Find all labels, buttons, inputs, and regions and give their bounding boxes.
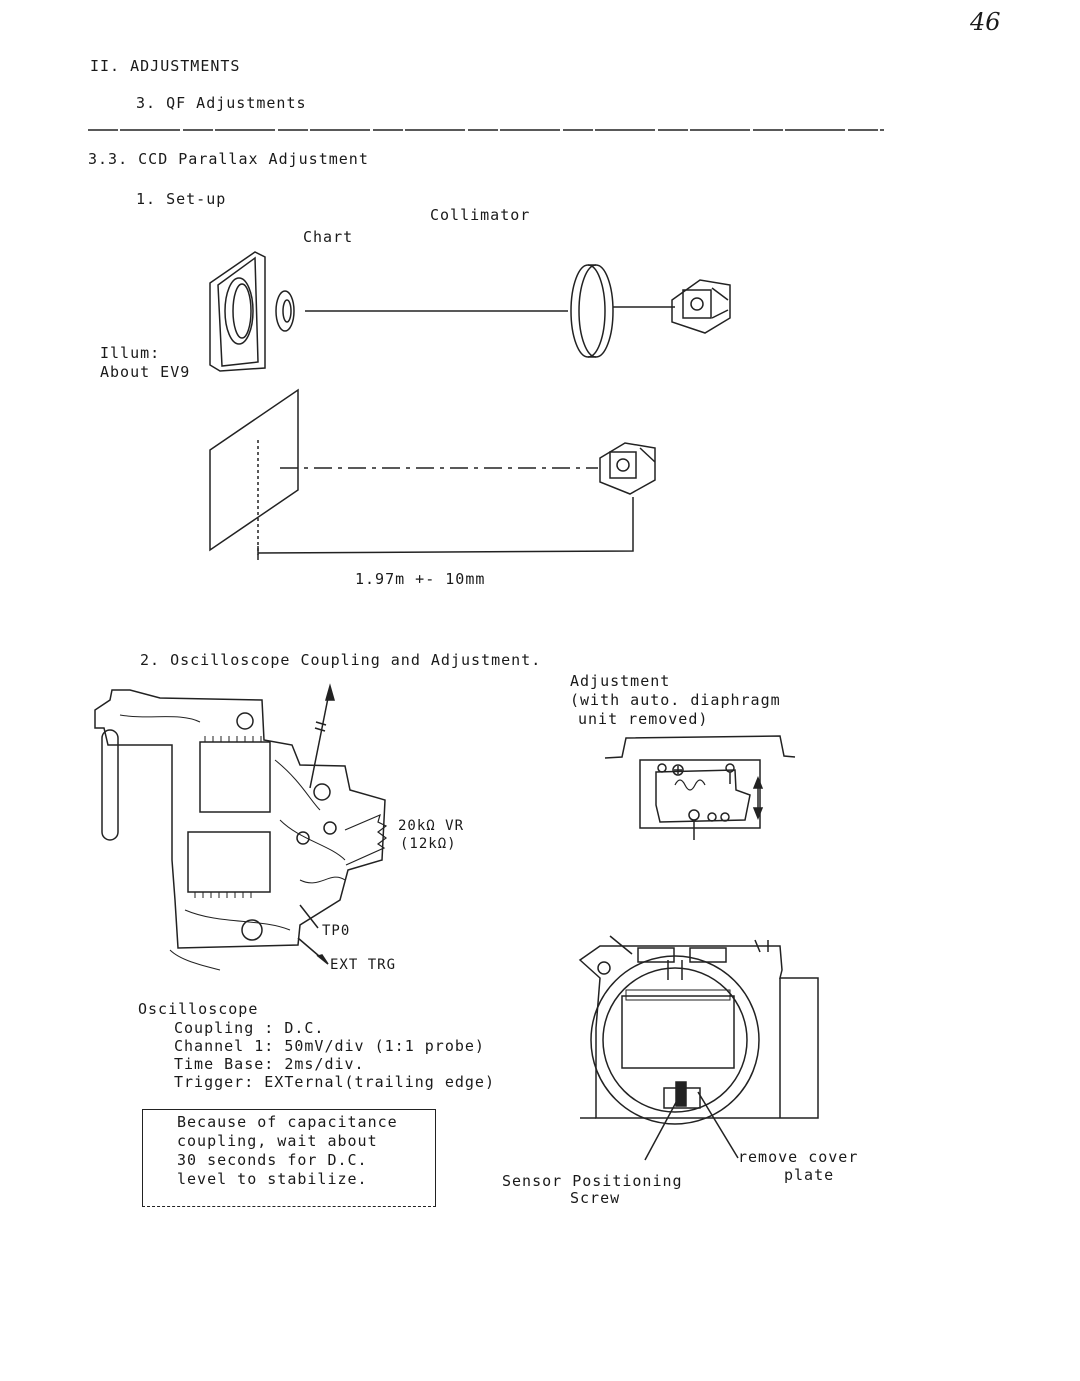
- illum-value: About EV9: [100, 363, 191, 381]
- sensor-screw-leader: [644, 1094, 681, 1161]
- caution-line-4: level to stabilize.: [177, 1170, 368, 1188]
- illuminator-box: [209, 251, 266, 372]
- vr-alt-label: (12kΩ): [400, 836, 457, 852]
- collimator-lens: [570, 264, 614, 358]
- oscilloscope-trigger: Trigger: EXTernal(trailing edge): [174, 1073, 495, 1091]
- collimator-label: Collimator: [430, 206, 531, 224]
- caution-line-2: coupling, wait about: [177, 1132, 378, 1150]
- tp-leader: [299, 904, 319, 929]
- chart-disc: [275, 290, 295, 332]
- probe-lead: [309, 687, 331, 789]
- caution-box: Because of capacitance coupling, wait ab…: [142, 1109, 436, 1207]
- ext-trg-label: EXT TRG: [330, 957, 397, 973]
- chart-board: [209, 388, 299, 555]
- caution-line-1: Because of capacitance: [177, 1113, 398, 1131]
- adjustment-label: Adjustment: [570, 672, 671, 690]
- subsection-heading: 3. QF Adjustments: [136, 94, 307, 112]
- sensor-screw-label: Sensor Positioning: [502, 1172, 683, 1190]
- step1-heading: 1. Set-up: [136, 190, 227, 208]
- oscilloscope-time-base: Time Base: 2ms/div.: [174, 1055, 365, 1073]
- vr-callout: [344, 813, 388, 866]
- circuit-board: [94, 689, 386, 971]
- vr-label: 20kΩ VR: [398, 818, 465, 834]
- cover-plate-label: remove cover: [738, 1148, 859, 1166]
- cover-plate-leader: [697, 1091, 739, 1159]
- camera-unit-2: [599, 442, 656, 495]
- camera-unit-1: [671, 279, 731, 334]
- illum-label: Illum:: [100, 344, 161, 362]
- chart-label: Chart: [303, 228, 354, 246]
- section-heading: II. ADJUSTMENTS: [90, 57, 241, 75]
- cover-plate-label-2: plate: [784, 1166, 835, 1184]
- camera-front-view: [578, 935, 819, 1125]
- oscilloscope-title: Oscilloscope: [138, 1000, 259, 1018]
- distance-label: 1.97m +- 10mm: [355, 570, 486, 588]
- oscilloscope-channel: Channel 1: 50mV/div (1:1 probe): [174, 1037, 485, 1055]
- distance-dimension: [257, 497, 634, 554]
- adjustment-note-line3: unit removed): [578, 710, 709, 728]
- page-number: 46: [970, 8, 1001, 36]
- tp-label: TP0: [322, 923, 351, 939]
- adjustment-note-line2: (with auto. diaphragm: [570, 691, 781, 709]
- caution-line-3: 30 seconds for D.C.: [177, 1151, 368, 1169]
- procedure-title: 3.3. CCD Parallax Adjustment: [88, 150, 369, 168]
- sensor-screw-label-2: Screw: [570, 1189, 621, 1207]
- oscilloscope-coupling: Coupling : D.C.: [174, 1019, 325, 1037]
- cover-plate-detail: [604, 735, 796, 840]
- step2-heading: 2. Oscilloscope Coupling and Adjustment.: [140, 651, 542, 669]
